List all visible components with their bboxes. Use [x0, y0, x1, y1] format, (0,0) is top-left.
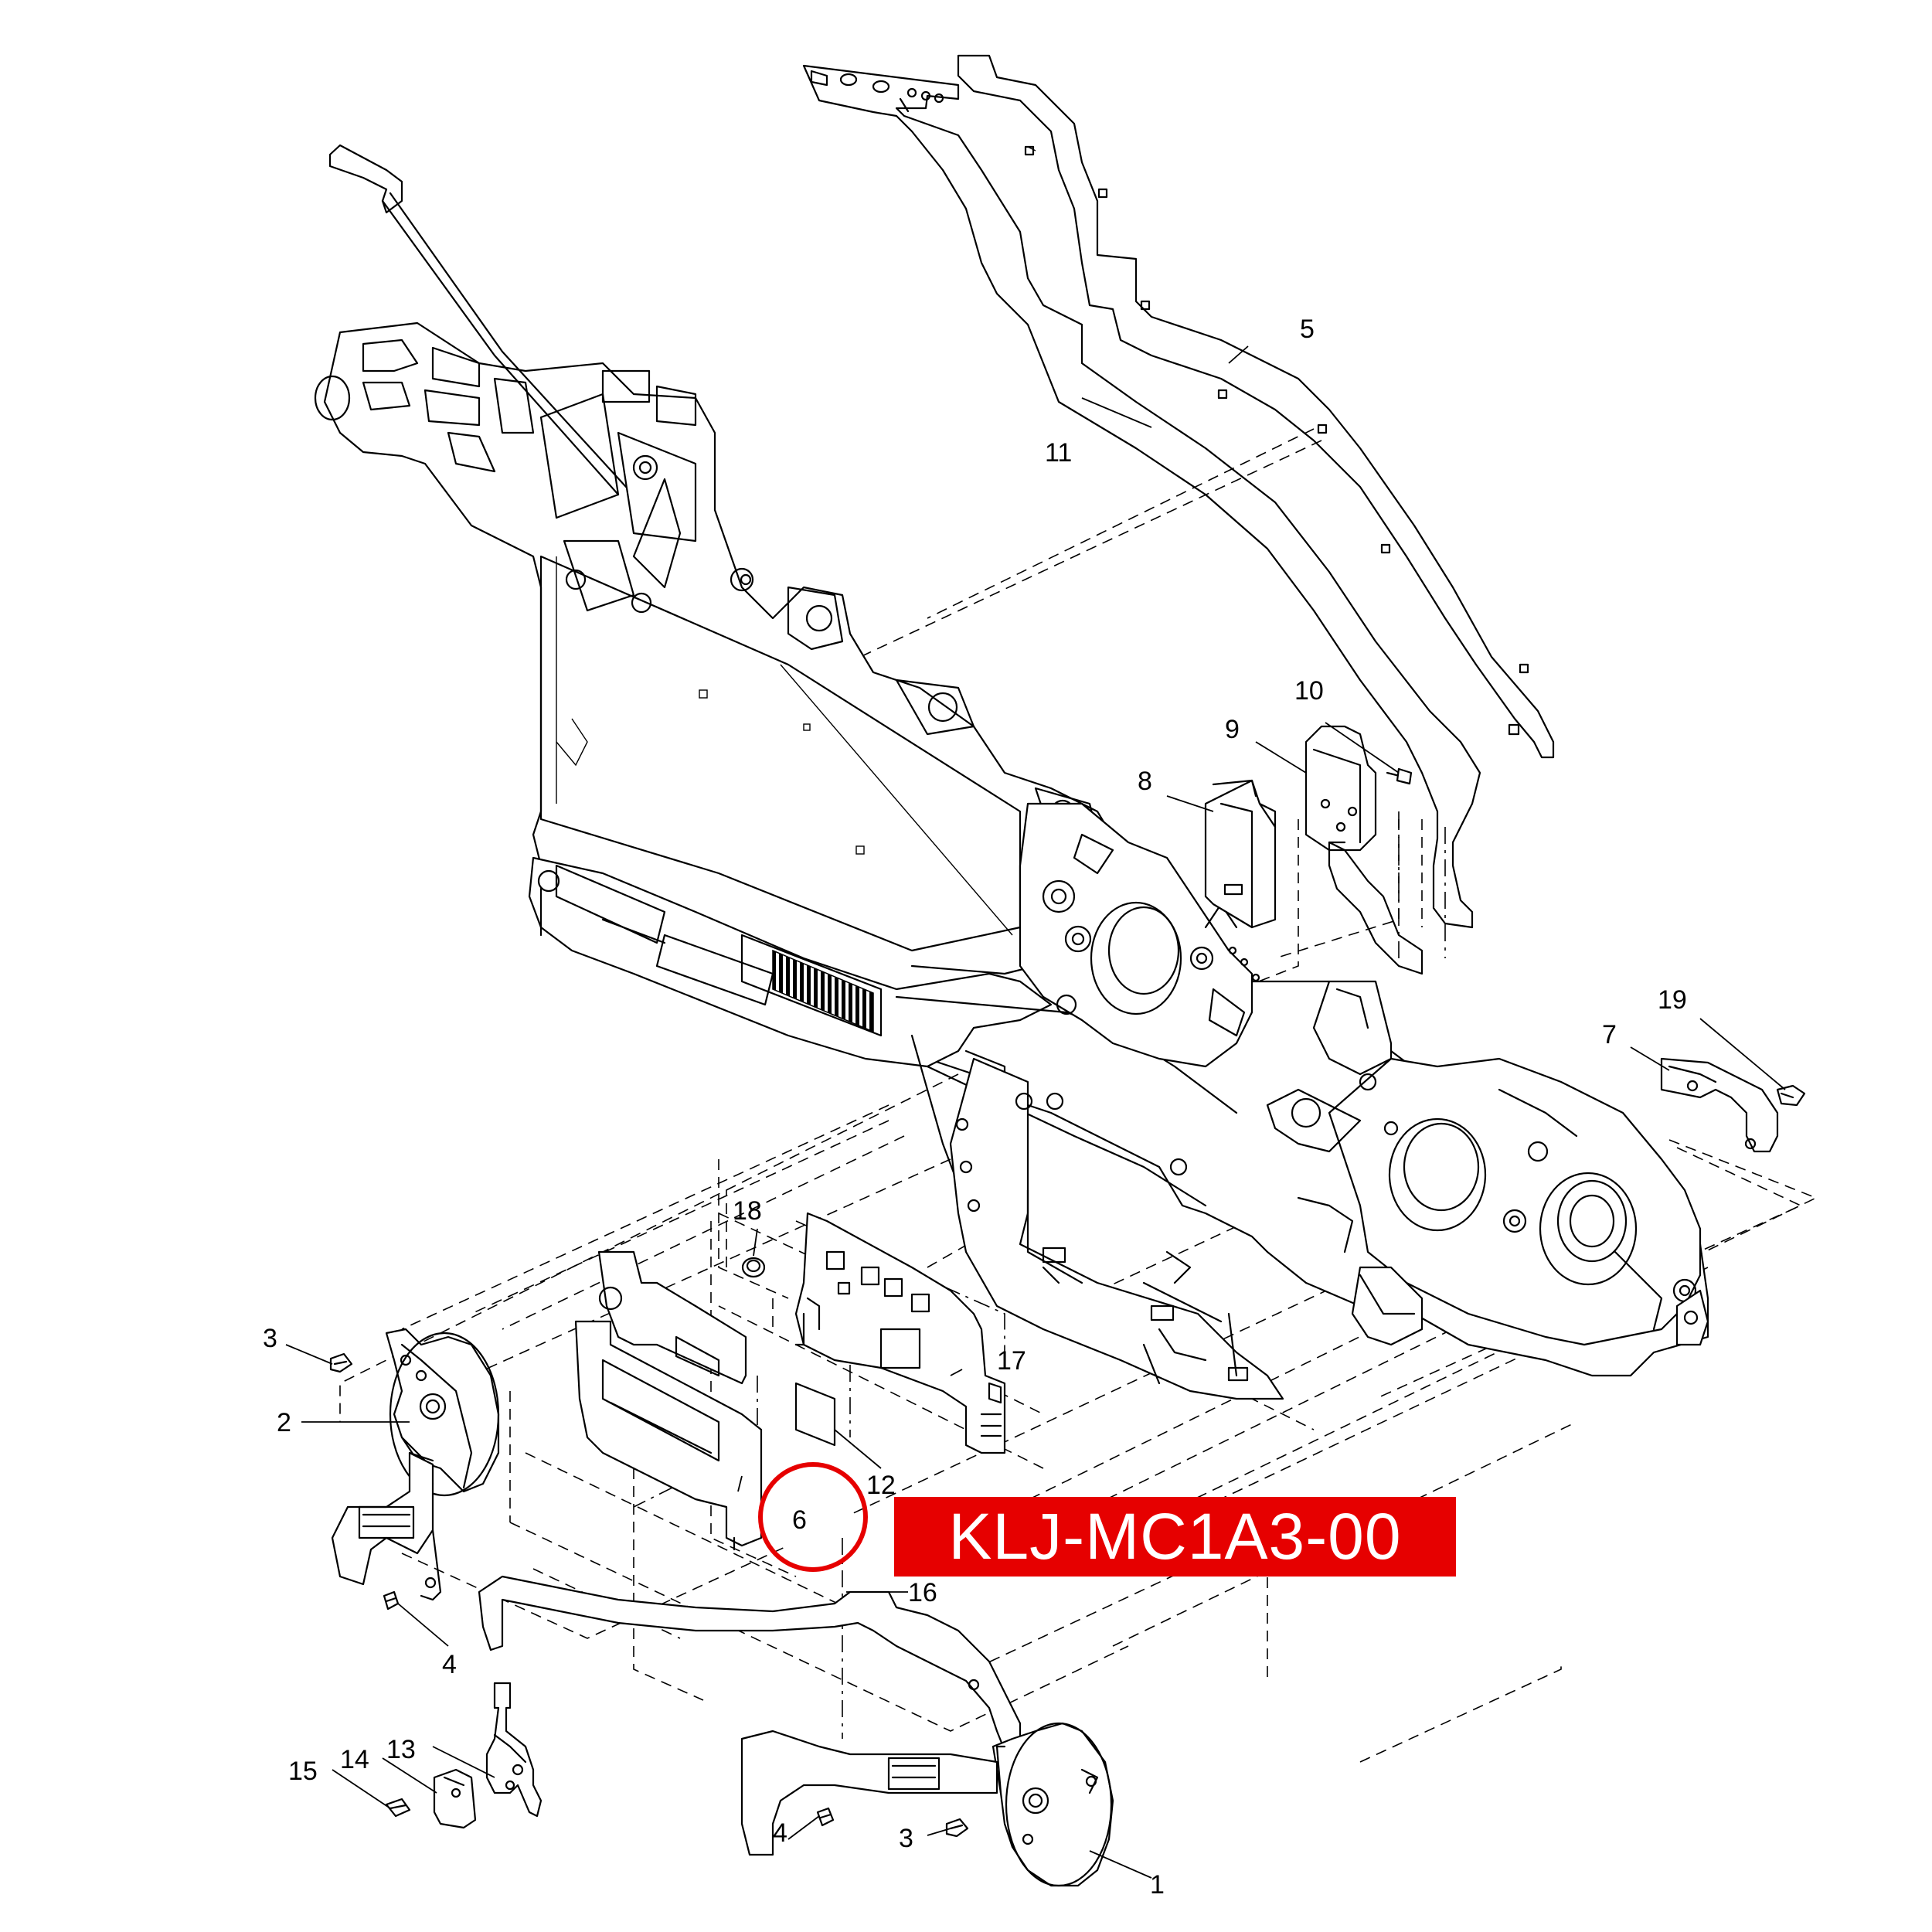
screw-3-lower — [945, 1818, 969, 1838]
callout-9: 9 — [1225, 715, 1240, 744]
part-13-sensor-arm — [485, 1682, 543, 1818]
part-16-lever — [478, 1575, 1022, 1752]
callout-6-highlight-ring — [758, 1462, 868, 1572]
callout-3-upper: 3 — [263, 1324, 277, 1353]
callout-6: 6 — [792, 1505, 807, 1535]
motor-1-flex-cable — [740, 1730, 998, 1856]
callout-17: 17 — [997, 1346, 1026, 1376]
callout-18: 18 — [733, 1196, 762, 1226]
callout-4-upper: 4 — [442, 1650, 457, 1679]
callout-3-lower: 3 — [899, 1824, 913, 1853]
motor-2-flex-cable — [331, 1451, 442, 1601]
part-12-chip — [794, 1382, 836, 1447]
part-18-nut — [741, 1257, 766, 1278]
screw-4-upper — [383, 1590, 400, 1611]
callout-12: 12 — [866, 1471, 896, 1500]
callout-labels: 1 2 3 3 4 4 5 6 7 8 9 10 11 12 13 14 15 … — [263, 315, 1687, 1900]
part-8-sensor-block — [1204, 779, 1277, 929]
part-7-bracket — [1660, 1057, 1779, 1153]
part-11-flex-cable — [802, 64, 1481, 929]
part-2-motor — [385, 1328, 500, 1497]
callout-4-lower: 4 — [773, 1818, 787, 1848]
part-1-motor — [992, 1722, 1114, 1887]
callout-13: 13 — [386, 1735, 416, 1764]
part-9-sensor-board — [1304, 725, 1423, 975]
part-6-shield-panel — [574, 1250, 763, 1551]
callout-1: 1 — [1150, 1870, 1165, 1900]
part-5-cover-strip — [957, 54, 1555, 759]
part-17-pcb — [794, 1212, 1006, 1454]
callout-11: 11 — [1045, 438, 1072, 468]
callout-16: 16 — [908, 1578, 937, 1607]
callout-15: 15 — [288, 1757, 318, 1786]
callout-10: 10 — [1294, 676, 1324, 706]
callout-19: 19 — [1658, 985, 1687, 1015]
barcode-label — [740, 934, 883, 1037]
part-10-screw — [1386, 767, 1413, 785]
part-19-screw — [1776, 1084, 1806, 1107]
main-frame-casting — [314, 321, 1709, 1400]
part-number-text: KLJ-MC1A3-00 — [948, 1500, 1402, 1573]
callout-5: 5 — [1300, 315, 1315, 344]
part-15-screw — [385, 1798, 411, 1818]
leader-lines — [285, 345, 1786, 1879]
callout-8: 8 — [1138, 767, 1152, 796]
callout-2: 2 — [277, 1408, 291, 1437]
callout-14: 14 — [340, 1745, 369, 1774]
part-number-banner: KLJ-MC1A3-00 — [894, 1497, 1456, 1577]
part-14-plate — [433, 1768, 477, 1829]
callout-7: 7 — [1602, 1020, 1617, 1049]
screw-4-lower — [816, 1807, 835, 1827]
upper-left-link-rod — [328, 144, 628, 496]
screw-3-upper — [329, 1352, 353, 1373]
